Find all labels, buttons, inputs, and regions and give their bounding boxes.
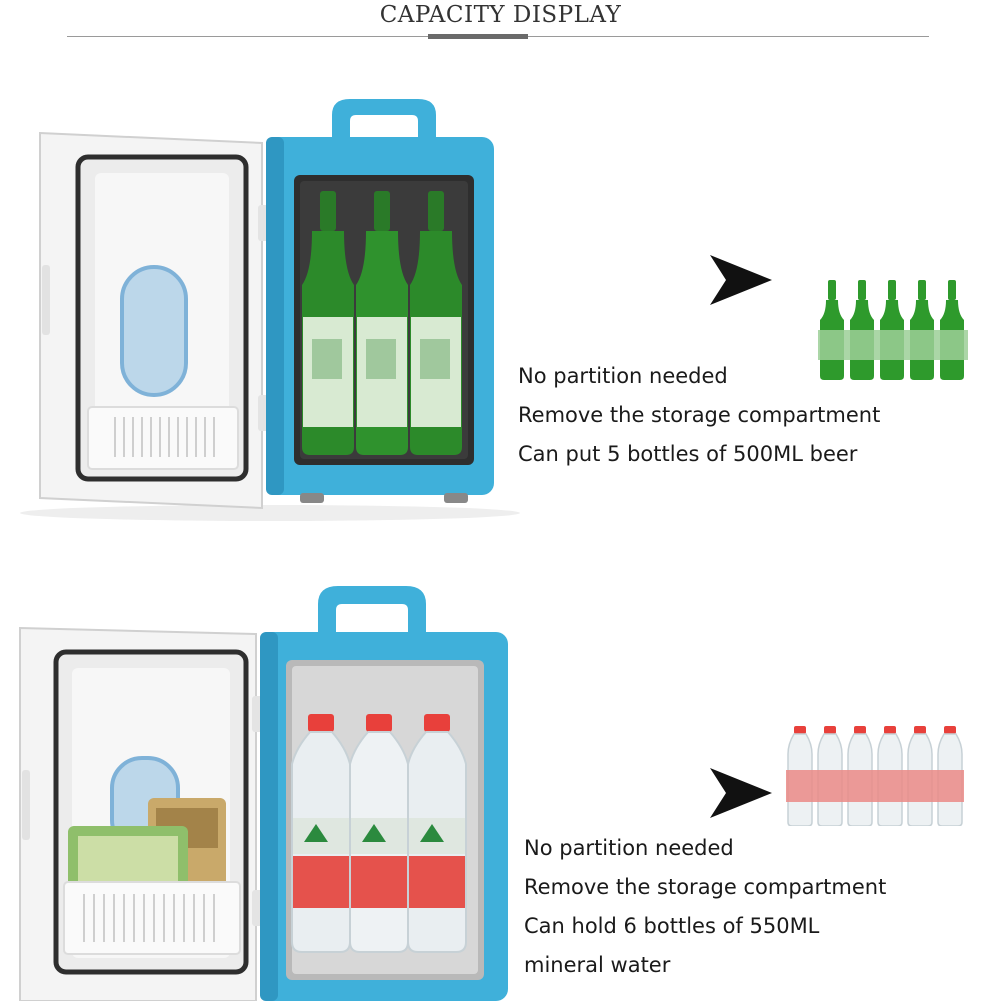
fridge-illustration-beer xyxy=(20,99,520,521)
fridge-illustration-water xyxy=(19,586,508,1001)
beer-bottles-row xyxy=(818,280,968,380)
spec-line: Remove the storage compartment xyxy=(518,403,881,427)
capacity-text-beer: No partition needed Remove the storage c… xyxy=(518,357,880,474)
spec-line: Remove the storage compartment xyxy=(524,875,887,899)
arrow-right-icon xyxy=(710,768,772,818)
spec-line: mineral water xyxy=(524,953,671,977)
spec-line: No partition needed xyxy=(518,364,728,388)
header-accent-bar xyxy=(428,34,528,39)
spec-line: Can put 5 bottles of 500ML beer xyxy=(518,442,858,466)
page-header: CAPACITY DISPLAY xyxy=(0,0,1001,50)
spec-line: Can hold 6 bottles of 550ML xyxy=(524,914,820,938)
water-bottles-row xyxy=(786,726,964,826)
capacity-section-water: No partition needed Remove the storage c… xyxy=(0,580,1001,1001)
fridge-door xyxy=(19,626,257,1001)
beer-bottles-in-fridge xyxy=(302,191,462,455)
fridge-door xyxy=(39,131,263,510)
page-title: CAPACITY DISPLAY xyxy=(379,2,622,28)
capacity-text-water: No partition needed Remove the storage c… xyxy=(524,829,886,985)
arrow-right-icon xyxy=(710,255,772,305)
spec-line: No partition needed xyxy=(524,836,734,860)
capacity-section-beer: No partition needed Remove the storage c… xyxy=(0,95,1001,525)
water-bottles-in-fridge xyxy=(291,714,467,953)
